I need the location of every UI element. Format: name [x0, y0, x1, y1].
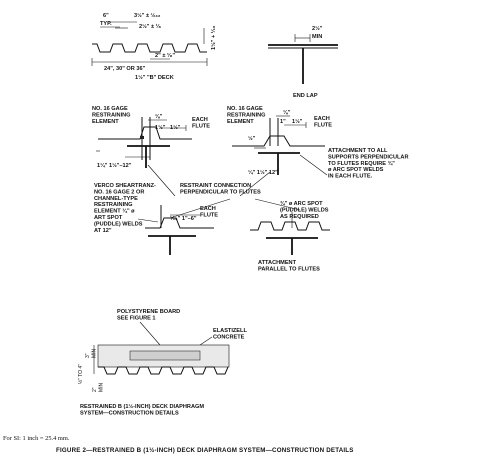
section-dim-b: ½" TO 4"	[77, 364, 84, 384]
detail-right-dim-bottom: ¼" 1½" 12"	[248, 169, 278, 176]
polystyrene-board	[129, 350, 201, 361]
deck-dim-depth: 1½" + ¹⁄₁₆	[210, 25, 217, 50]
detail-right-dim-a: 1"	[280, 119, 286, 125]
end-lap-detail: 2½" MIN END LAP	[268, 25, 338, 99]
end-lap-dim-sub: MIN	[312, 34, 322, 40]
figure-caption: FIGURE 2—RESTRAINED B (1½-INCH) DECK DIA…	[56, 447, 354, 454]
end-lap-dim: 2½"	[312, 25, 323, 32]
deck-profile-line	[92, 43, 207, 53]
detail-lower-dim-bottom: ¹⁄₁₆" 1"–6"	[170, 215, 197, 222]
deck-dim-spacing-sub: TYP.	[100, 21, 112, 27]
detail-left-dim-bottom: 1¼" 1½"–12"	[97, 162, 132, 169]
deck-dim-width: 24", 30" OR 36"	[104, 66, 146, 72]
end-lap-caption: END LAP	[293, 93, 318, 99]
detail-left-dim-a: 1½"	[155, 124, 166, 131]
detail-right-dim-b: 1½"	[292, 118, 303, 125]
detail-left-dim-b: 1½"	[170, 124, 181, 131]
deck-dim-spacing: 6"	[103, 13, 109, 19]
section-dim-a: 3"MIN	[85, 348, 97, 358]
deck-dim-top2: 2½" ± ¹⁄₈	[139, 23, 161, 30]
deck-dim-bottom: 2" ± ¹⁄₈"	[155, 52, 175, 59]
detail-right-dim-top: ⅛"	[283, 110, 291, 116]
deck-profile-detail: 6" TYP. 3½" ± ½₃₂ 2½" ± ¹⁄₈ 2" ± ¹⁄₈" 1½…	[91, 12, 217, 81]
detail-left-dim-top: ⅛"	[155, 114, 163, 120]
deck-dim-top1: 3½" ± ½₃₂	[134, 12, 161, 19]
section-dim-c: 2"MIN	[92, 382, 104, 392]
deck-caption: 1½" "B" DECK	[135, 74, 174, 81]
si-conversion-note: For SI: 1 inch = 25.4 mm.	[3, 435, 70, 442]
detail-right-dim-left: ½"	[248, 135, 256, 142]
